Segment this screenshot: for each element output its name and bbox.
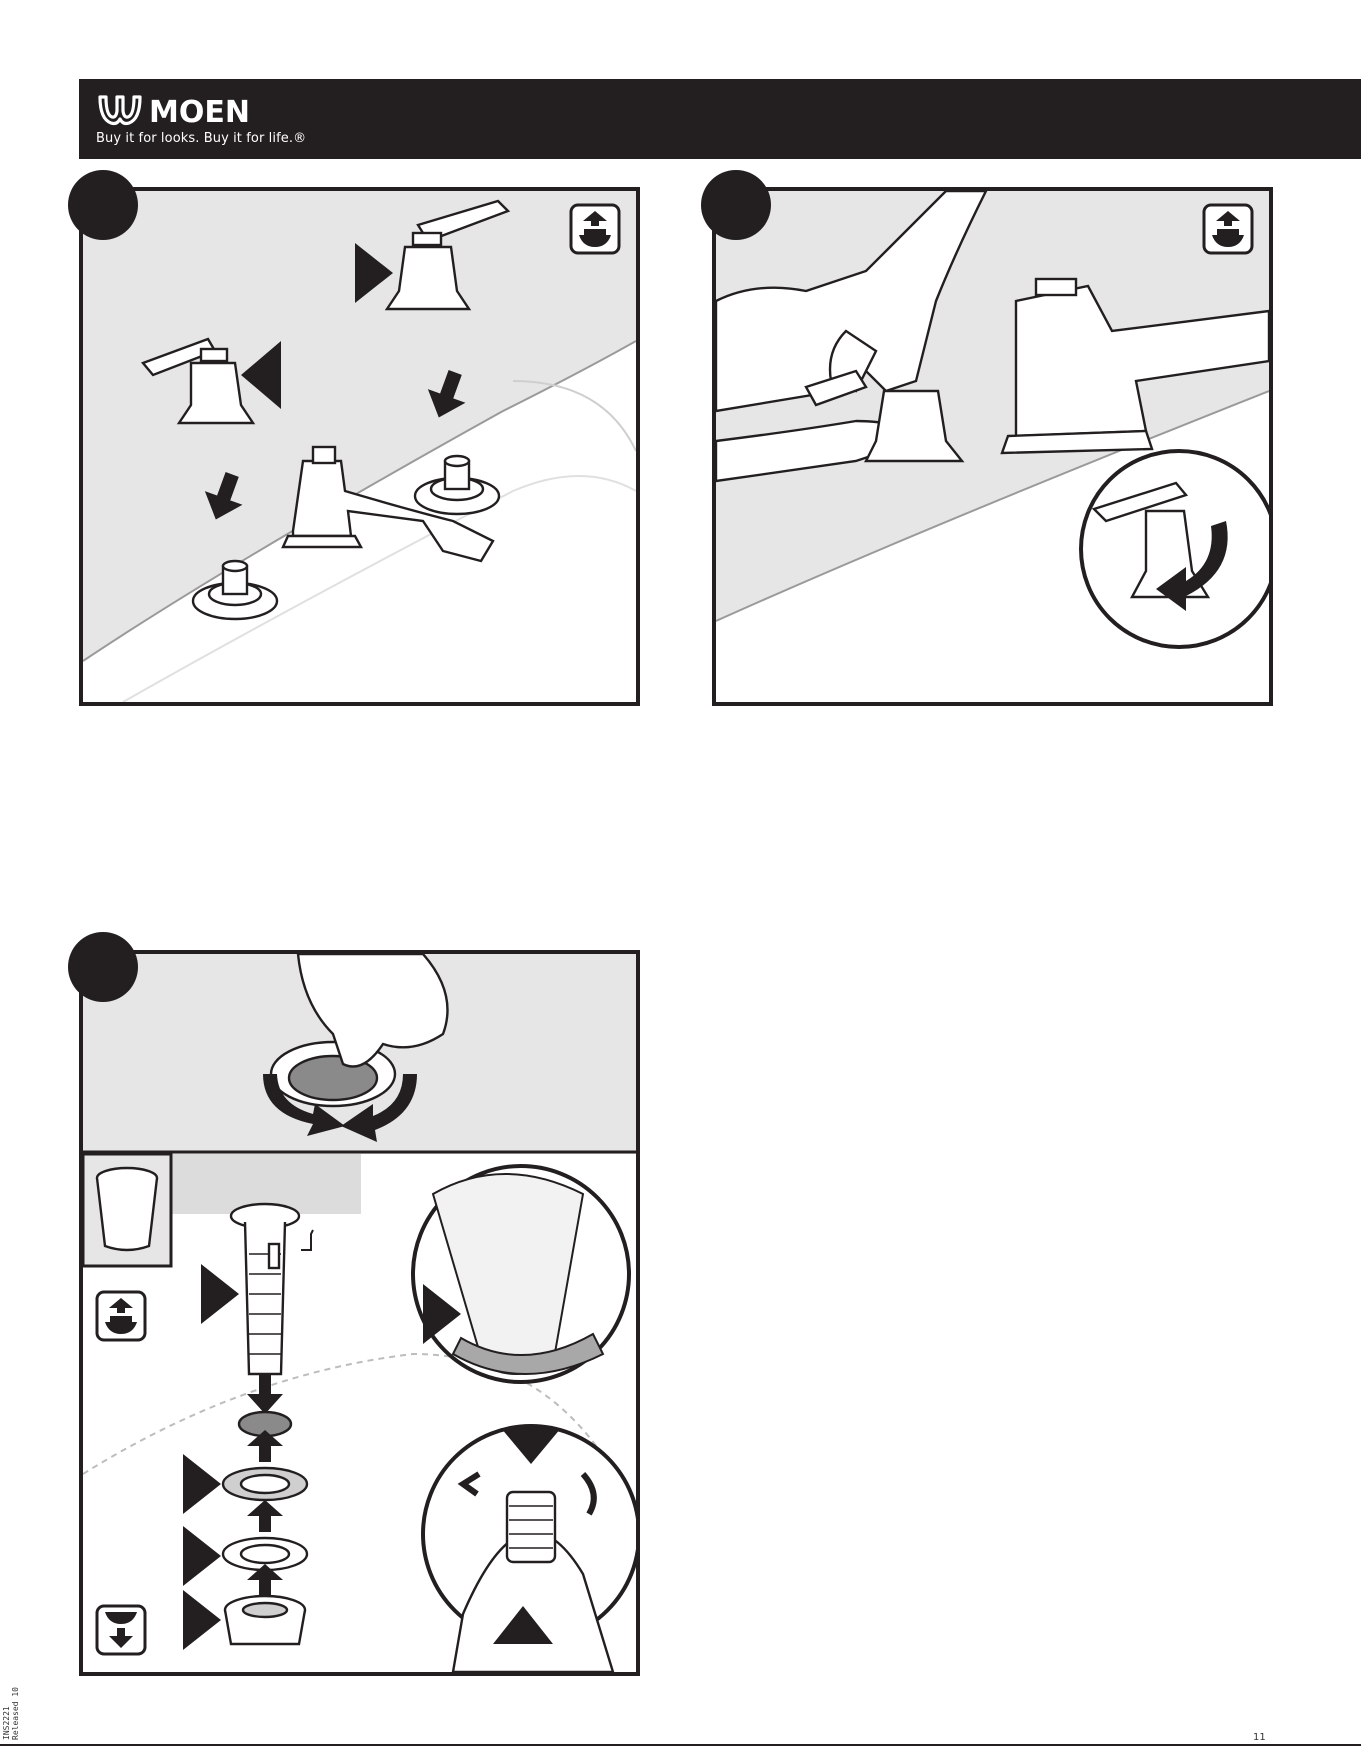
brand-tagline: Buy it for looks. Buy it for life.® bbox=[96, 131, 306, 146]
document-code: INS2221 Released 10 bbox=[2, 1687, 20, 1740]
locknut bbox=[225, 1596, 305, 1644]
left-handle bbox=[143, 339, 253, 423]
plumbers-putty-cup-icon bbox=[83, 1154, 171, 1266]
step-2-panel bbox=[712, 187, 1273, 706]
install-from-above-icon bbox=[97, 1292, 145, 1340]
install-from-above-icon bbox=[571, 205, 619, 253]
handle-tightening-illustration bbox=[716, 191, 1269, 702]
document-release-line: Released 10 bbox=[11, 1687, 20, 1740]
tighten-detail-inset bbox=[1081, 451, 1269, 647]
handle-installation-illustration bbox=[83, 191, 636, 702]
document-code-line: INS2221 bbox=[2, 1687, 11, 1740]
moen-symbol-icon bbox=[100, 97, 140, 124]
step-1-number-badge bbox=[68, 170, 138, 240]
pointer-triangle-right bbox=[355, 243, 393, 303]
drain-installation-illustration bbox=[83, 954, 636, 1672]
install-from-above-icon bbox=[1204, 205, 1252, 253]
step-3-panel bbox=[79, 950, 640, 1676]
step-1-panel bbox=[79, 187, 640, 706]
down-arrow-left bbox=[197, 468, 251, 527]
footer-rule bbox=[0, 1744, 1361, 1746]
step-2-number-badge bbox=[701, 170, 771, 240]
moen-logo: MOEN bbox=[97, 89, 267, 129]
page-number: 11 bbox=[1253, 1732, 1266, 1743]
brand-wordmark: MOEN bbox=[149, 95, 250, 129]
down-arrow-right bbox=[420, 366, 474, 425]
rubber-gasket bbox=[223, 1468, 307, 1500]
brand-header-bar: MOEN Buy it for looks. Buy it for life.® bbox=[79, 79, 1361, 159]
right-handle bbox=[387, 201, 508, 309]
putty-detail-inset bbox=[413, 1166, 629, 1382]
step-3-number-badge bbox=[68, 932, 138, 1002]
pointer-triangle-left bbox=[241, 341, 281, 409]
install-from-below-icon bbox=[97, 1606, 145, 1654]
